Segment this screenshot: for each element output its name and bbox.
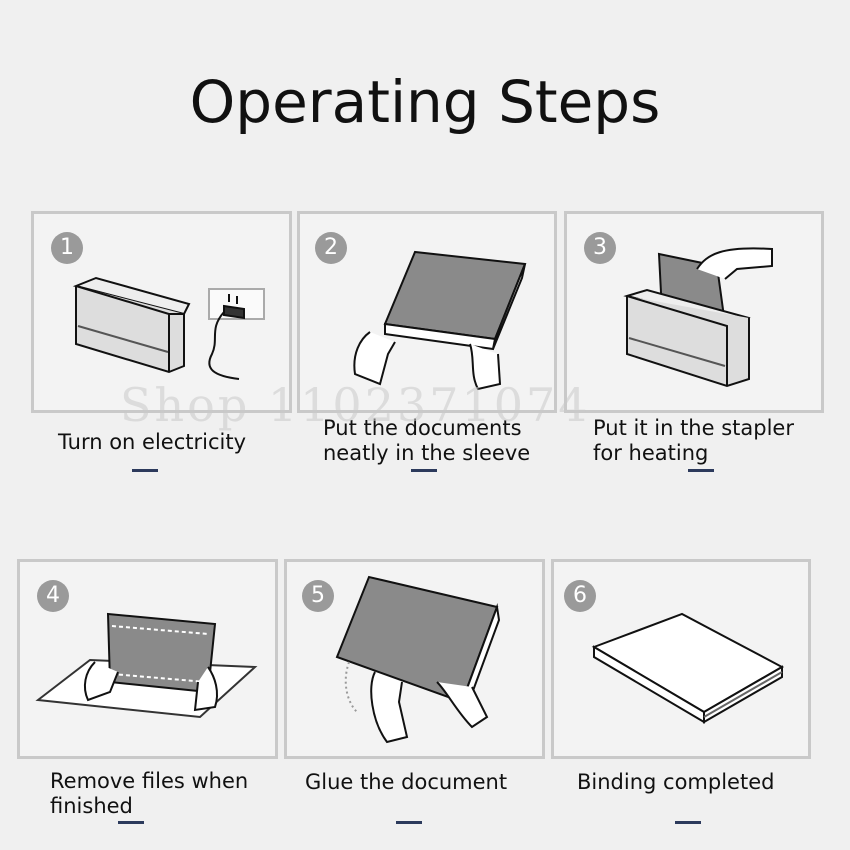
- page-title: Operating Steps: [189, 68, 661, 136]
- step-5-panel: 5: [284, 559, 545, 759]
- step-1-caption: Turn on electricity: [58, 430, 246, 454]
- step-3-panel: 3: [564, 211, 824, 413]
- step-6-caption: Binding completed: [577, 770, 775, 794]
- step-1-panel: 1: [31, 211, 292, 413]
- shop-watermark: Shop 1102371074: [120, 378, 591, 432]
- step-6-number-badge: 6: [564, 580, 596, 612]
- step-3-caption: Put it in the stapler for heating: [593, 416, 794, 465]
- step-2-divider: [411, 469, 437, 472]
- stapler-plug-illustration: [72, 276, 265, 380]
- step-1-divider: [132, 469, 158, 472]
- step-4-panel: 4: [17, 559, 278, 759]
- remove-files-illustration: [35, 612, 258, 719]
- stapler-heating-illustration: [623, 247, 773, 388]
- step-1-number-badge: 1: [51, 232, 83, 264]
- step-6-divider: [675, 821, 701, 824]
- document-sleeve-illustration: [353, 250, 527, 391]
- step-6-panel: 6: [551, 559, 811, 759]
- step-4-caption: Remove files when finished: [50, 769, 249, 818]
- binding-completed-illustration: [591, 612, 785, 724]
- step-5-divider: [396, 821, 422, 824]
- step-5-caption: Glue the document: [305, 770, 508, 794]
- step-4-number-badge: 4: [37, 580, 69, 612]
- step-5-number-badge: 5: [302, 580, 334, 612]
- step-2-number-badge: 2: [315, 232, 347, 264]
- step-2-panel: 2: [297, 211, 557, 413]
- step-2-caption: Put the documents neatly in the sleeve: [323, 416, 531, 465]
- glue-document-illustration: [335, 575, 501, 744]
- step-3-divider: [688, 469, 714, 472]
- step-4-divider: [118, 821, 144, 824]
- step-3-number-badge: 3: [584, 232, 616, 264]
